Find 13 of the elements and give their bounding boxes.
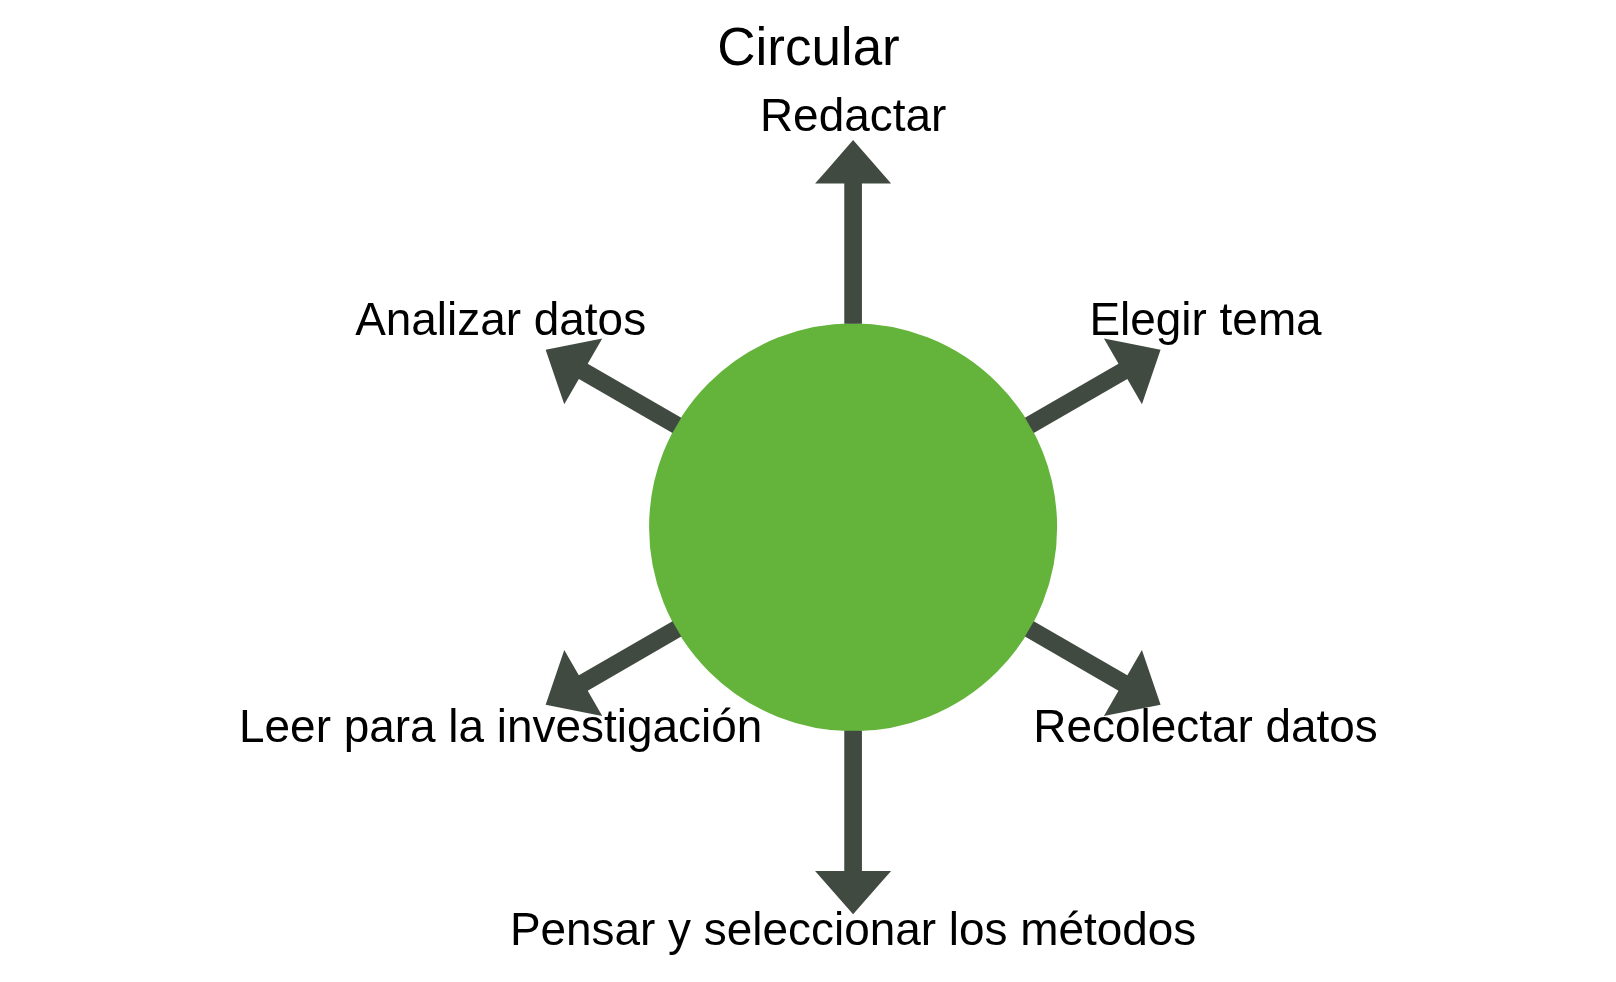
arrow — [814, 730, 891, 915]
arrow — [545, 621, 681, 716]
arrow — [1024, 621, 1161, 716]
node-text: Redactar — [759, 89, 946, 142]
node-text: Recolectar datos — [1032, 699, 1378, 752]
node-text: Leer para la investigación — [238, 699, 762, 752]
diagram-title: Circular — [716, 16, 900, 76]
node-text: Pensar y seleccionar los métodos — [509, 903, 1196, 956]
arrow — [1024, 338, 1161, 434]
arrow — [814, 140, 891, 324]
arrow — [545, 338, 681, 434]
node-text: Elegir tema — [1088, 292, 1322, 345]
node-text: Analizar datos — [354, 292, 646, 345]
